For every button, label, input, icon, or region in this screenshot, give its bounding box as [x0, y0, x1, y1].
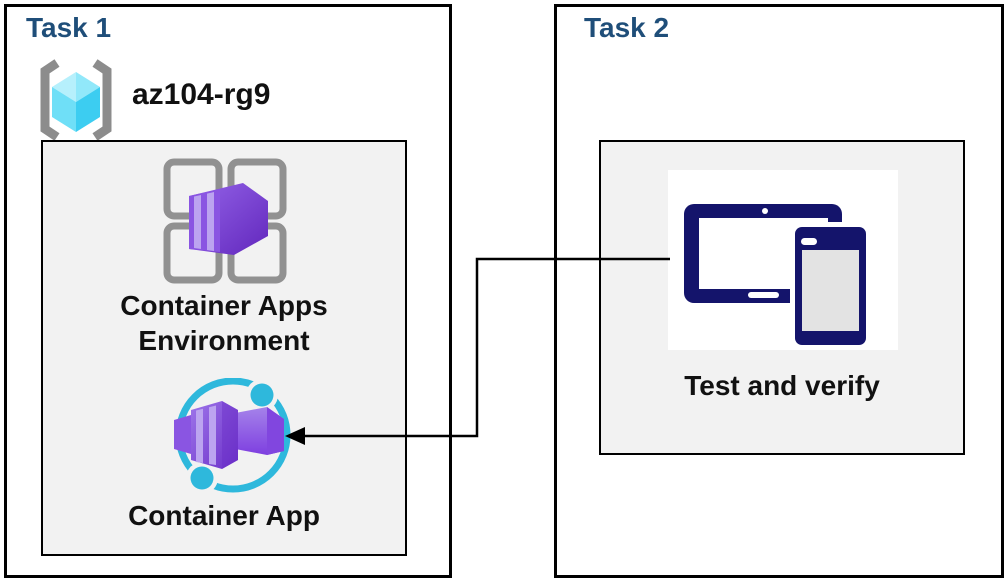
devices-icon	[684, 204, 871, 349]
container-apps-environment-label: Container Apps Environment	[41, 288, 407, 358]
container-app-label: Container App	[128, 500, 320, 531]
container-app-icon	[174, 378, 291, 494]
task2-title: Task 2	[584, 12, 670, 43]
container-apps-environment-label-line2: Environment	[138, 325, 310, 356]
test-and-verify-label: Test and verify	[684, 370, 880, 401]
resource-group-icon	[40, 59, 112, 141]
resource-group-name: az104-rg9	[132, 78, 271, 111]
container-apps-environment-label-line1: Container Apps	[120, 290, 328, 321]
container-apps-environment-icon	[163, 158, 287, 284]
task1-title: Task 1	[26, 12, 112, 43]
